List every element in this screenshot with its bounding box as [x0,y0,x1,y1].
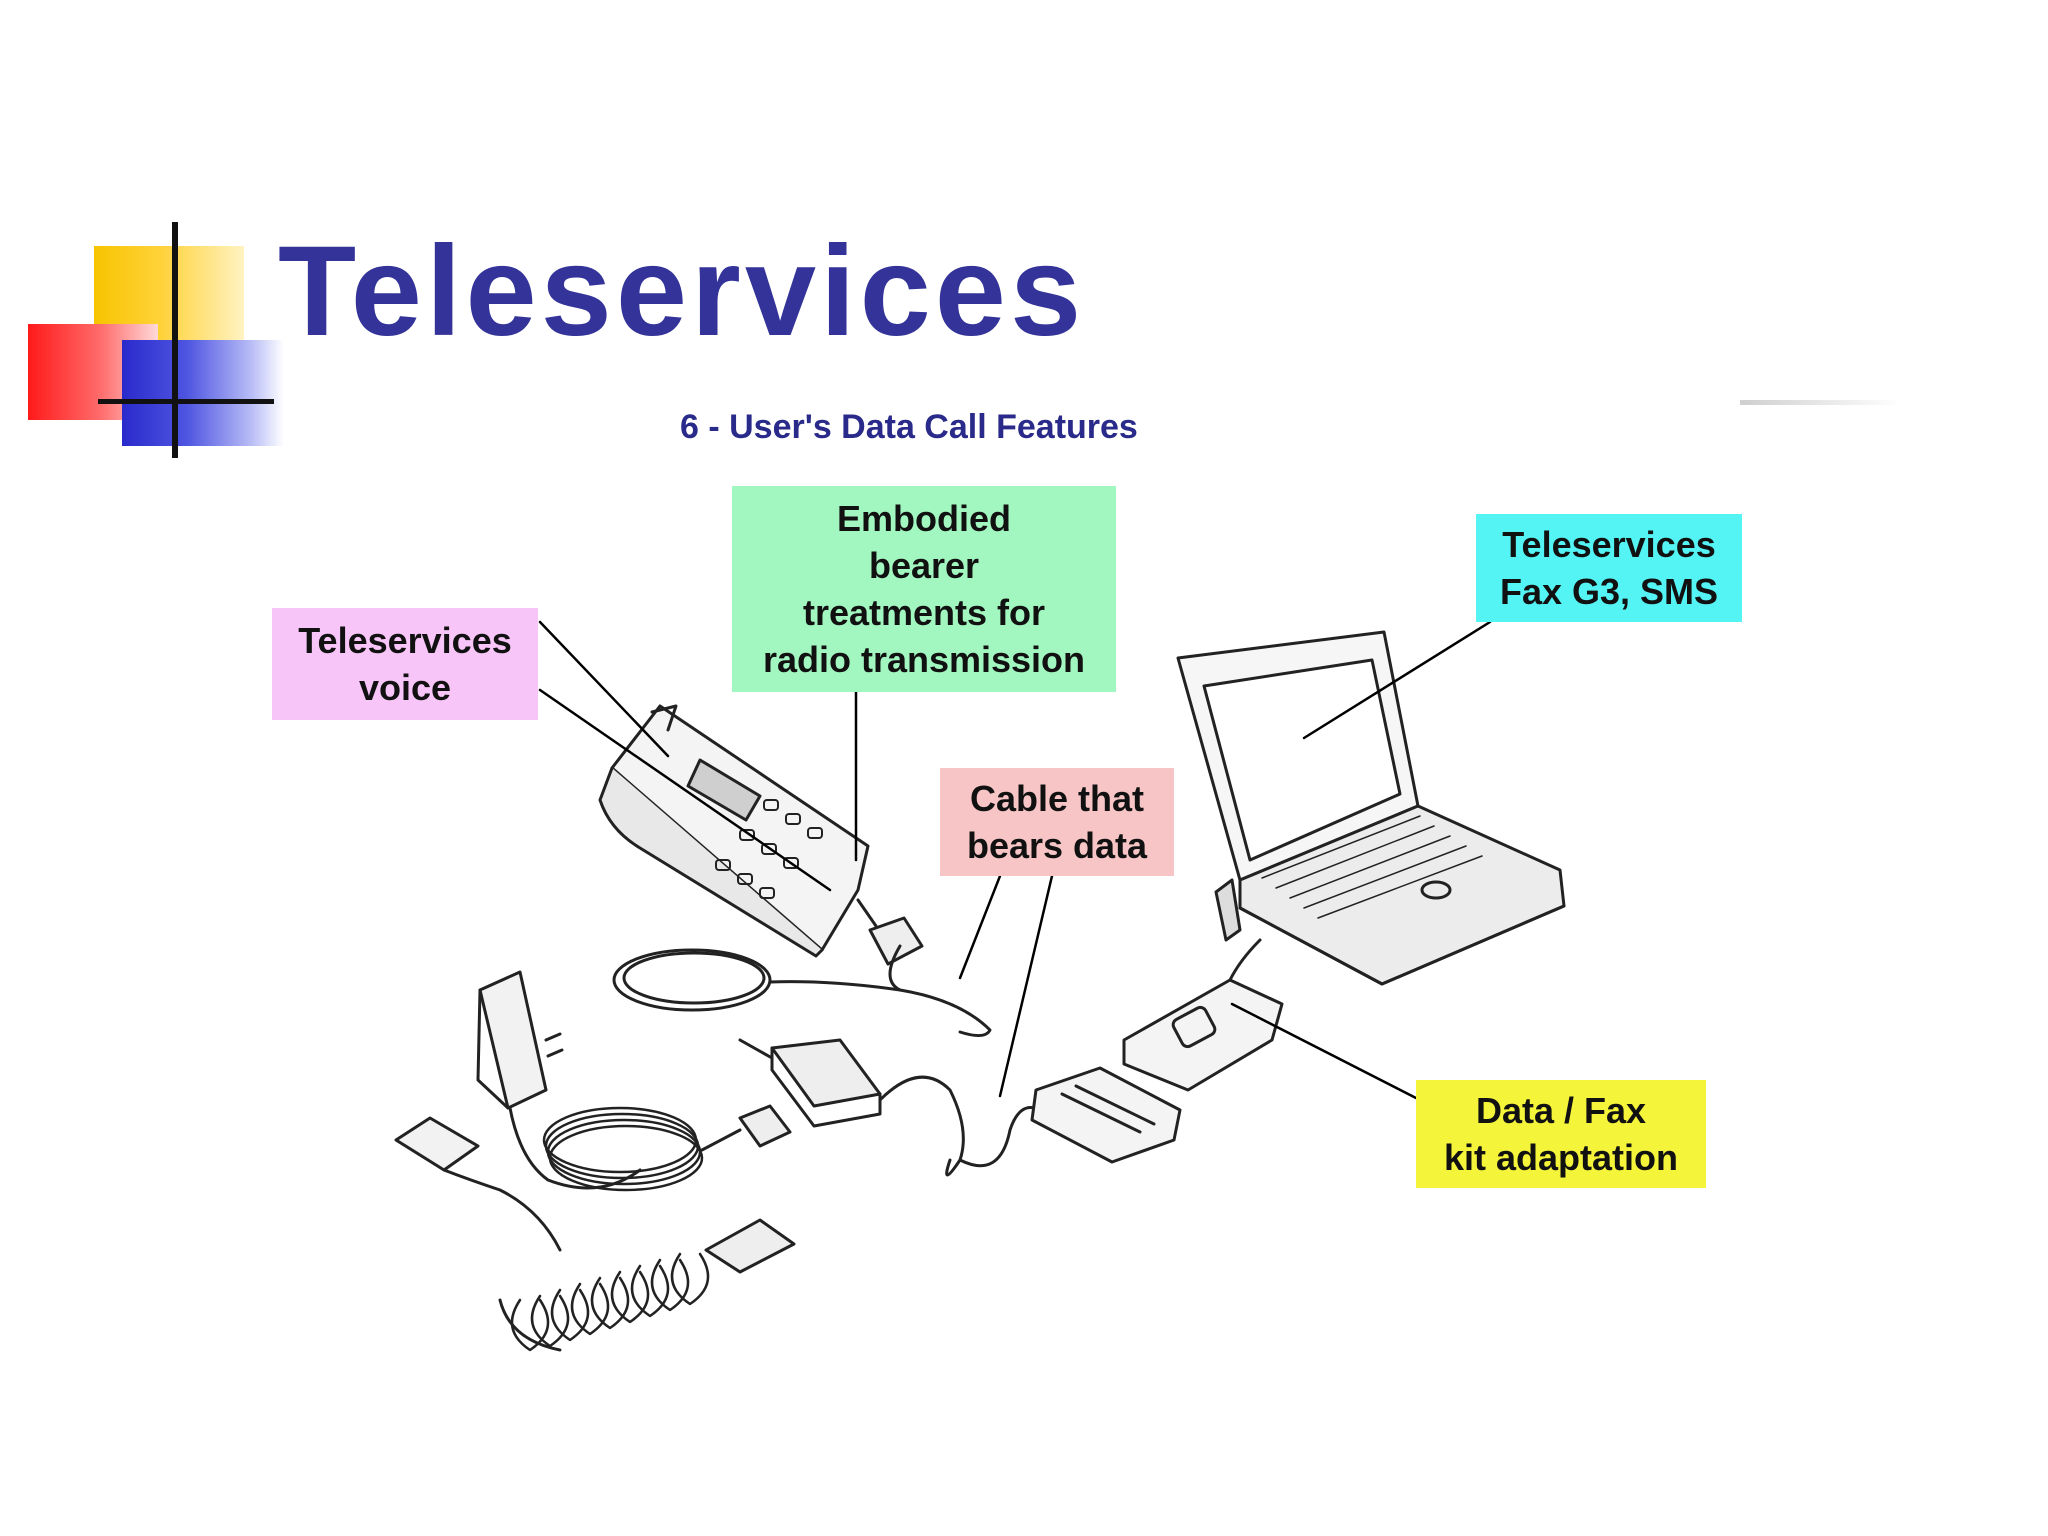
callout-lines [538,620,1492,1100]
title-rule [1740,400,1900,405]
cable-icon [394,944,1042,1352]
diagram-heading: 6 - User's Data Call Features [680,408,1138,446]
kit-label-text: Data / Fax kit adaptation [1443,1090,1679,1178]
mobile-phone-icon [598,704,924,966]
embodied-bearer-label: Embodied bearer treatments for radio tra… [732,486,1116,692]
data-card-icon [1030,938,1284,1164]
embodied-label-text: Embodied bearer treatments for radio tra… [762,498,1086,680]
fax-sms-teleservices-label: Teleservices Fax G3, SMS [1476,514,1742,622]
logo-blue-square [122,340,284,446]
laptop-icon [1176,630,1566,986]
logo-vertical-line [172,222,178,458]
data-fax-kit-label: Data / Fax kit adaptation [1416,1080,1706,1188]
data-cable-label: Cable that bears data [940,768,1174,876]
logo-horizontal-line [98,399,274,404]
power-adapter-icon [476,970,642,1190]
fax-label-text: Teleservices Fax G3, SMS [1499,524,1719,612]
slide-title: Teleservices [278,220,1086,363]
cable-label-text: Cable that bears data [966,778,1148,866]
voice-label-text: Teleservices voice [298,620,512,708]
voice-teleservices-label: Teleservices voice [272,608,538,720]
